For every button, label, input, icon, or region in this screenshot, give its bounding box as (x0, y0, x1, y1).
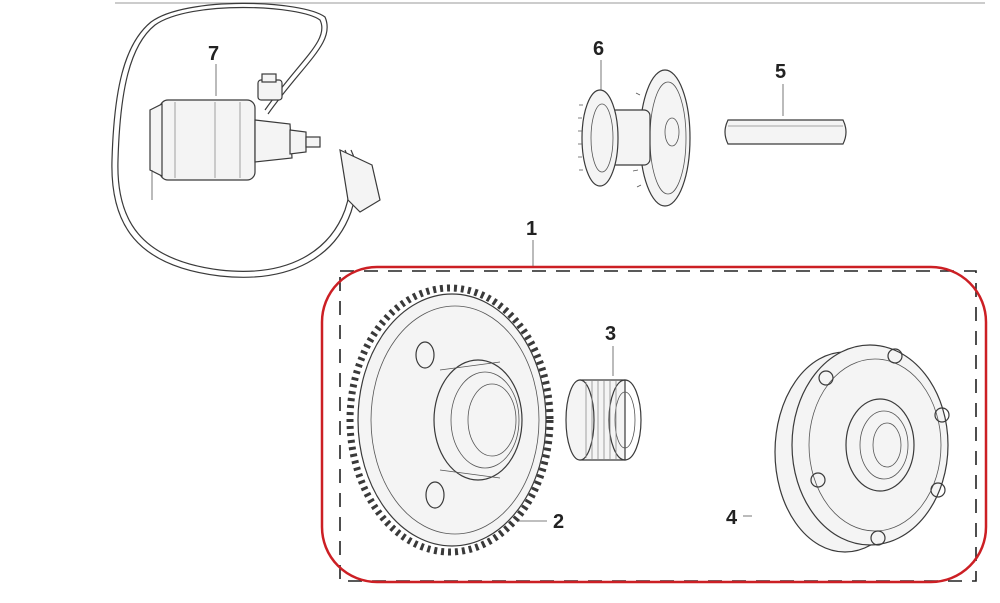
callout-3: 3 (605, 323, 616, 345)
starter-clutch-gear-icon (346, 284, 554, 556)
callout-4: 4 (726, 507, 738, 529)
callout-5: 5 (775, 61, 786, 83)
idler-gear-icon (578, 69, 691, 207)
starter-motor-icon (111, 2, 381, 278)
one-way-clutch-icon (774, 344, 950, 553)
gear-shaft-icon (724, 119, 847, 145)
assembly-highlight (320, 265, 988, 584)
callout-1: 1 (526, 218, 537, 240)
needle-bearing-icon (565, 379, 642, 461)
callout-2: 2 (553, 511, 564, 533)
callout-6: 6 (593, 38, 604, 60)
assembly-dashed-frame (339, 270, 977, 582)
callout-7: 7 (208, 43, 219, 65)
